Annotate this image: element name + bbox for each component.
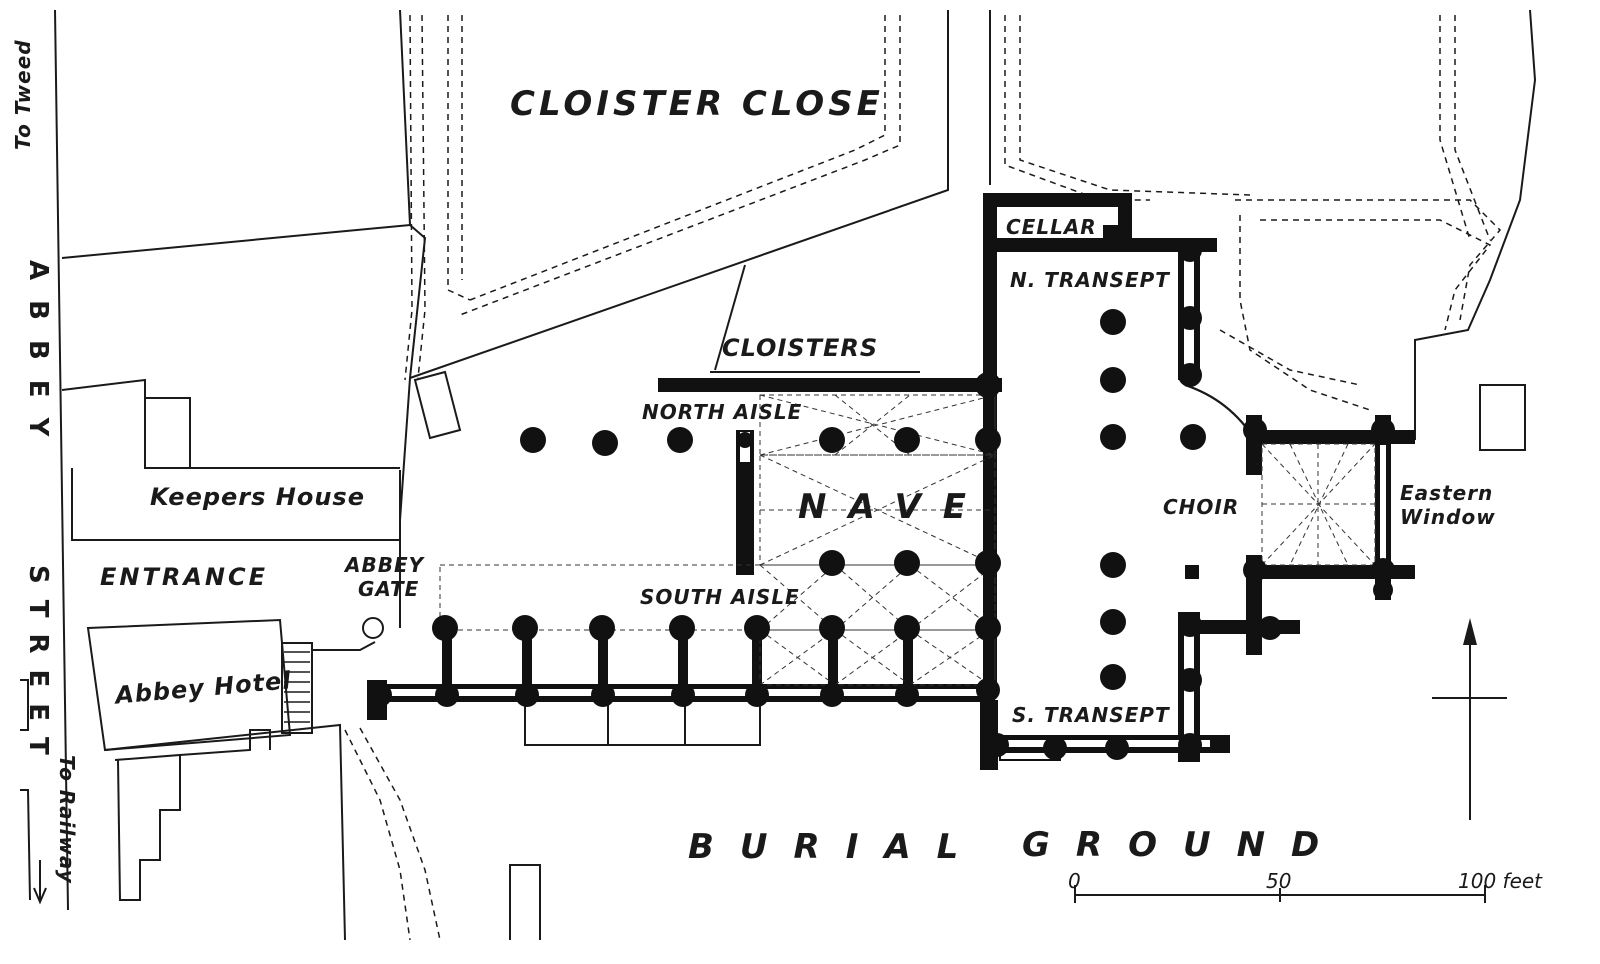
south-buttresses: [442, 630, 913, 700]
label-burial: BURIAL: [688, 827, 984, 867]
street-lines: [54, 9, 411, 911]
label-eastern-window-1: Eastern: [1400, 481, 1493, 505]
property-lines: [61, 223, 427, 628]
label-abbey-street-1: ABBEY: [23, 260, 53, 456]
label-abbey-street-2: STREET: [23, 565, 53, 771]
label-ground: GROUND: [1022, 825, 1345, 865]
vaulting: [439, 390, 1376, 690]
label-to-tweed: To Tweed: [11, 39, 35, 150]
south-chapels: [524, 700, 761, 746]
scale-bar: 0 50 100 feet: [1068, 869, 1543, 903]
label-north-aisle: NORTH AISLE: [642, 400, 802, 424]
label-n-transept: N. TRANSEPT: [1010, 268, 1170, 292]
label-south-aisle: SOUTH AISLE: [640, 585, 800, 609]
label-cloisters: CLOISTERS: [722, 334, 878, 362]
south-buildings: [104, 723, 541, 941]
abbey-hotel-block: [86, 618, 376, 752]
dashed-foundations: [344, 14, 1502, 941]
west-wall: [736, 430, 754, 575]
label-nave: NAVE: [798, 487, 988, 527]
label-cloister-close: CLOISTER CLOSE: [510, 84, 884, 124]
label-abbey-gate-2: GATE: [358, 577, 419, 601]
north-arrow-icon: [1432, 618, 1507, 820]
label-to-railway: To Railway: [55, 755, 79, 884]
cloister-close-lines: [409, 9, 1537, 440]
label-eastern-window-2: Window: [1400, 505, 1496, 529]
label-s-transept: S. TRANSEPT: [1012, 703, 1170, 727]
label-abbey-gate-1: ABBEY: [343, 553, 426, 577]
street-marker-2: [20, 789, 31, 901]
street-marker: [20, 679, 29, 731]
east-building: [1479, 384, 1526, 451]
label-choir: CHOIR: [1163, 495, 1239, 519]
railway-arrow-icon: [33, 860, 47, 905]
scale-label-100: 100 feet: [1458, 869, 1543, 893]
label-entrance: ENTRANCE: [100, 563, 268, 591]
label-keepers-house: Keepers House: [150, 483, 365, 511]
label-abbey-hotel: Abbey Hotel: [112, 666, 293, 709]
scale-label-0: 0: [1068, 869, 1081, 893]
label-cellar: CELLAR: [1006, 215, 1097, 239]
scale-label-50: 50: [1266, 869, 1291, 893]
nave-pillars: [368, 372, 1001, 707]
choir-pillars: [985, 238, 1395, 760]
abbey-gate-post: [362, 617, 384, 639]
